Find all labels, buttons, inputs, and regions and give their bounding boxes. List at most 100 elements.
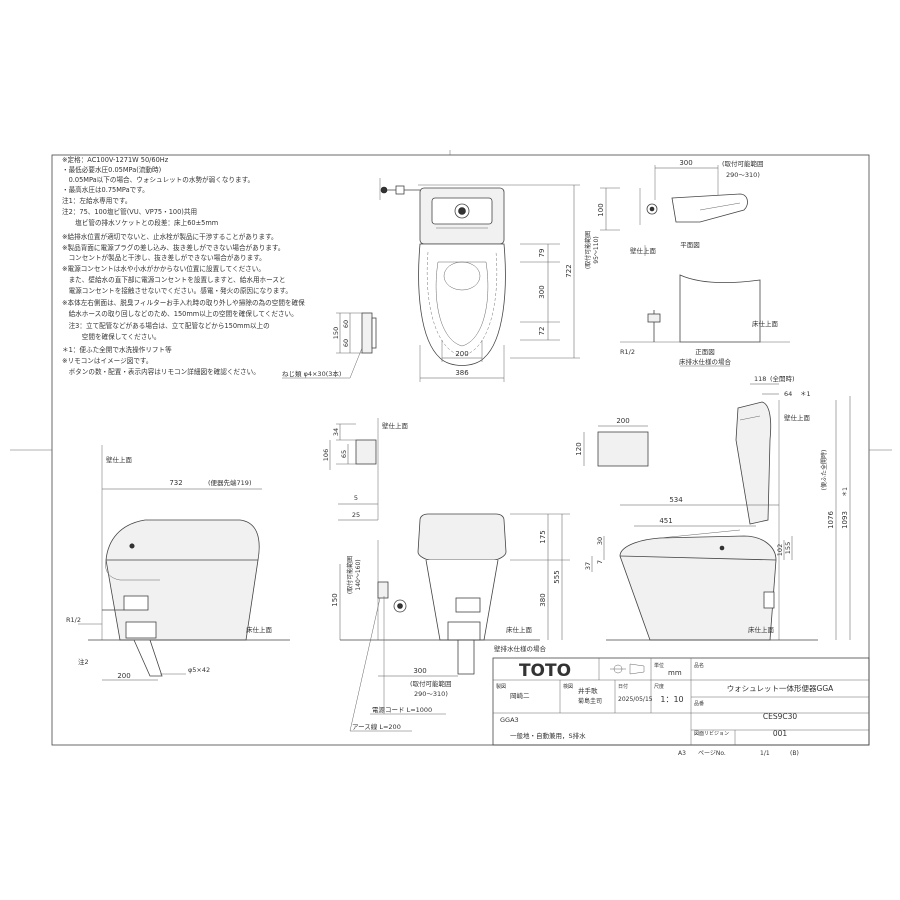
dim-102: 102: [776, 544, 784, 556]
dim-range-label: (取付可能範囲: [584, 231, 592, 269]
note-line: ※リモコンはイメージ図です。: [62, 357, 152, 365]
floor-drain-caption: 床排水仕様の場合: [679, 357, 732, 366]
check-label: 検図: [563, 683, 573, 690]
product-label: 品名: [694, 662, 704, 669]
wall-label-left: 壁仕上面: [106, 455, 133, 464]
front-outline: [679, 274, 761, 343]
projection-symbol-icon: [610, 663, 645, 675]
note-line: 電源コンセントを接触させないでください。感電・発火の原因になります。: [62, 286, 292, 295]
dim-64-note: ＊1: [800, 390, 811, 398]
model-label: 品番: [694, 700, 704, 707]
r12-left: R1/2: [66, 616, 81, 624]
remote-mount-plate: [361, 312, 373, 354]
revision-label: 図面リビジョン: [694, 730, 729, 737]
bowl-outline: [418, 243, 506, 366]
wall-mark-tr: 壁仕上面: [630, 246, 657, 255]
dim-120-remote: 120: [575, 442, 583, 455]
dim-34: 34: [332, 428, 340, 436]
dim-7: 7: [596, 560, 604, 564]
dim-tank-width: 386: [455, 369, 469, 377]
range2-value: 290～310): [414, 690, 448, 698]
dim-30: 30: [596, 537, 604, 545]
remote-side-view: 壁仕上面 34 106 65 5 25: [322, 418, 409, 521]
wall-label-remote: 壁仕上面: [382, 421, 409, 430]
scale-label: 尺度: [654, 683, 664, 690]
r12-tr: R1/2: [620, 348, 635, 356]
dim-60b: 60: [342, 339, 350, 347]
note-line: コンセントが製品と干渉し、抜き差しができない場合があります。: [62, 253, 266, 262]
range-value: 290～310): [726, 171, 760, 179]
note-line: ＊1：便ふた全開で水洗操作リフト等: [62, 345, 172, 354]
note2-left: 注2: [78, 657, 89, 666]
design-label: 製図: [496, 683, 506, 690]
dim-100: 100: [597, 203, 605, 216]
dim-534: 534: [669, 496, 683, 504]
note-line: ※電源コンセントは水や小水がかからない位置に設置してください。: [62, 264, 265, 273]
note-line: ※本体左右側面は、脱臭フィルターお手入れ時の取り外しや掃除の為の空間を確保: [62, 298, 305, 307]
dim-79: 79: [538, 249, 546, 258]
floor-drain-views: 300 (取付可能範囲 290～310) 100 平面図 壁仕上面 床仕上面 R…: [597, 159, 790, 367]
toto-logo: TOTO: [519, 661, 571, 681]
note-line: 注3：立て配管などがある場合は、立て配管などから150mm以上の: [62, 321, 270, 330]
revision: 001: [773, 729, 788, 738]
note-line: ※製品背面に電源プラグの差し込み、抜き差しができない場合があります。: [62, 243, 284, 252]
remote-front-box: 200 120: [575, 417, 649, 467]
dim-25: 25: [352, 511, 360, 519]
range-label-center: (取付可能範囲: [346, 556, 354, 594]
dim-base-width: 200: [455, 350, 468, 358]
front-caption: 正面図: [695, 348, 715, 356]
note-line: 空間を確保してください。: [62, 332, 161, 341]
dim-722: 722: [565, 264, 573, 277]
screw-label: ねじ類 φ4×30(3本): [282, 369, 341, 378]
dim-65: 65: [340, 450, 348, 458]
series: GGA3: [500, 716, 519, 724]
dim-106: 106: [322, 449, 330, 461]
dim-1076: 1076: [827, 511, 835, 529]
dim-300-top: 300: [679, 159, 692, 167]
range2-label: (取付可能範囲: [410, 679, 452, 688]
dim-200-remote: 200: [616, 417, 629, 425]
cord-label: 電源コード L=1000: [372, 705, 432, 714]
dim-range-value: 95～110): [593, 236, 600, 263]
dim-60a: 60: [342, 320, 350, 328]
dim-72: 72: [538, 327, 546, 336]
designer: 岡崎二: [510, 691, 530, 700]
series-desc: 一般地・自動兼用，S排水: [510, 731, 586, 740]
floor-label-right: 床仕上面: [748, 625, 775, 634]
dim-37: 37: [584, 562, 592, 570]
dim-380: 380: [539, 593, 547, 606]
wall-drain-caption: 壁排水仕様の場合: [494, 644, 547, 653]
dim-64: 64: [784, 390, 792, 398]
dim-200-left: 200: [117, 672, 130, 680]
dim-118: 118: [754, 375, 766, 383]
unit-label: 単位: [654, 662, 664, 669]
floor-label-left: 床仕上面: [246, 625, 273, 634]
right-side-view: 壁仕上面 118 (全開時) 64 ＊1 床仕上面 534 451 155 10…: [584, 374, 851, 641]
note-line: ・最高水圧は0.75MPaです。: [62, 185, 149, 194]
dim-732-note: (便器先端719): [208, 478, 251, 487]
checker: 井手歌: [578, 686, 598, 695]
page-label: ページNo.: [698, 750, 726, 757]
top-view: 79 300 72 722 (取付可能範囲 95～110) 200 386 15…: [282, 178, 600, 382]
note-line: 注2：75、100塩ビ管(VU、VP75・100)共用: [62, 207, 197, 216]
dim-555: 555: [553, 570, 561, 583]
range-label: (取付可能範囲: [722, 159, 764, 168]
wall-label-right: 壁仕上面: [784, 413, 811, 422]
dim-5: 5: [354, 494, 358, 502]
plan-caption: 平面図: [680, 241, 700, 249]
toilet-right-profile: [619, 535, 777, 641]
model: CES9C30: [763, 712, 798, 721]
product-name: ウォシュレット一体形便器GGA: [727, 683, 834, 693]
date-label: 日付: [618, 683, 628, 690]
dim-1076-note: (便ふた全開時): [820, 450, 828, 491]
dim-1093: 1093: [841, 511, 849, 529]
drain-size: φ5×42: [188, 666, 210, 674]
remote-side-body: [355, 439, 377, 465]
paper-size: A3: [678, 750, 686, 757]
center-front-view: 床仕上面 150 (取付可能範囲 140～160) 175 555 380 30…: [331, 513, 570, 732]
page-suffix: (B): [790, 750, 799, 757]
dim-451: 451: [659, 517, 672, 525]
scale: 1：10: [660, 695, 683, 704]
note-line: ボタンの数・配置・表示内容はリモコン詳細図を確認ください。: [62, 367, 260, 376]
dim-300: 300: [538, 285, 546, 298]
